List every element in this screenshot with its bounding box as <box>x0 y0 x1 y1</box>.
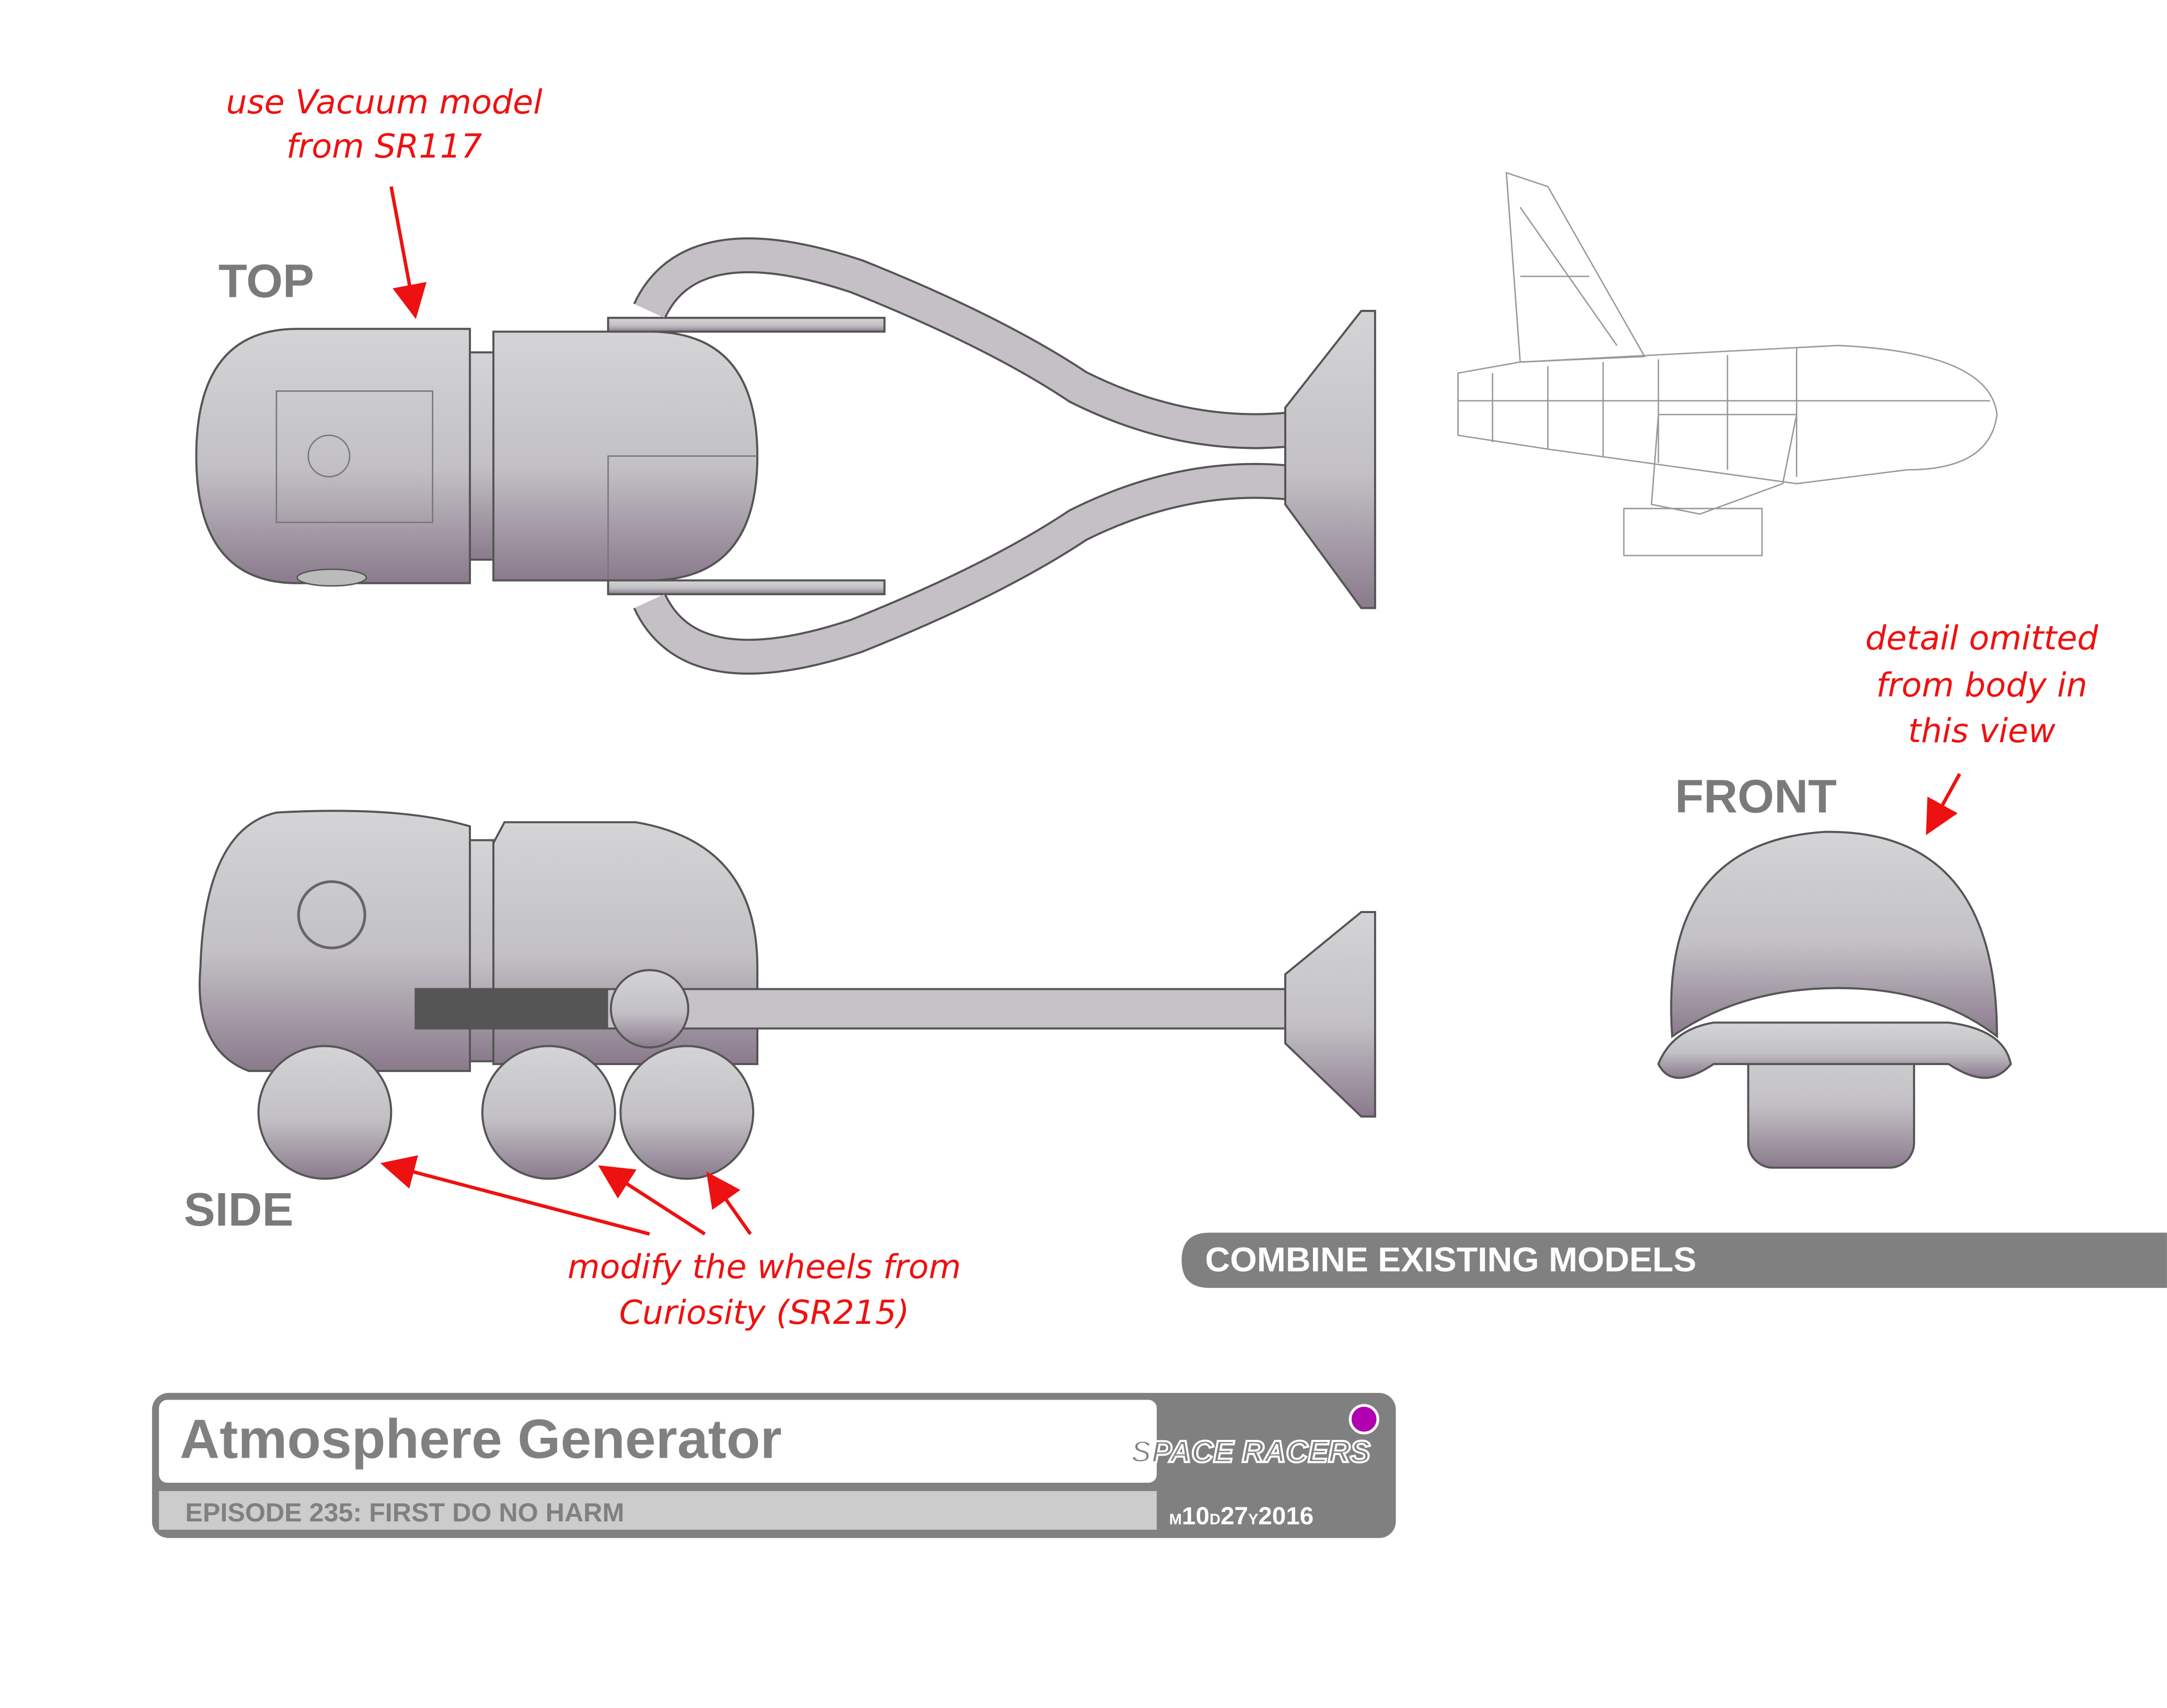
note-vacuum-line1: use Vacuum model <box>226 83 543 121</box>
note-wheels-line1: modify the wheels from <box>568 1248 961 1286</box>
top-view-drawing <box>195 237 1376 675</box>
note-detail-line1: detail omitted <box>1865 619 2099 657</box>
banner-bar <box>1181 1232 2167 1288</box>
note-wheels-arrow-3 <box>706 1171 752 1236</box>
note-detail-arrow <box>1926 773 1962 835</box>
date: M10D27Y2016 <box>1169 1502 1313 1530</box>
banner-text: COMBINE EXISTING MODELS <box>1205 1240 1697 1279</box>
front-view-label: FRONT <box>1675 771 1837 823</box>
note-detail-line3: this view <box>1908 711 2056 750</box>
title-block: Atmosphere Generator EPISODE 235: FIRST … <box>152 1393 1396 1538</box>
note-wheels-arrow-1 <box>380 1155 650 1236</box>
space-racers-logo: SPACE RACERS <box>1131 1435 1370 1469</box>
note-vacuum-line2: from SR117 <box>286 126 482 165</box>
note-wheels-line2: Curiosity (SR215) <box>619 1293 909 1332</box>
wireframe-ship <box>1457 171 1998 557</box>
note-detail-line2: from body in <box>1876 666 2088 705</box>
status-dot <box>1348 1404 1379 1435</box>
front-view-drawing <box>1657 830 2012 1169</box>
note-wheels-arrow-2 <box>598 1165 706 1236</box>
note-vacuum-arrow <box>389 186 427 319</box>
title: Atmosphere Generator <box>180 1408 782 1470</box>
top-view-label: TOP <box>218 255 314 307</box>
side-view-label: SIDE <box>184 1184 294 1236</box>
episode: EPISODE 235: FIRST DO NO HARM <box>185 1498 624 1527</box>
side-view-drawing <box>199 810 1376 1180</box>
